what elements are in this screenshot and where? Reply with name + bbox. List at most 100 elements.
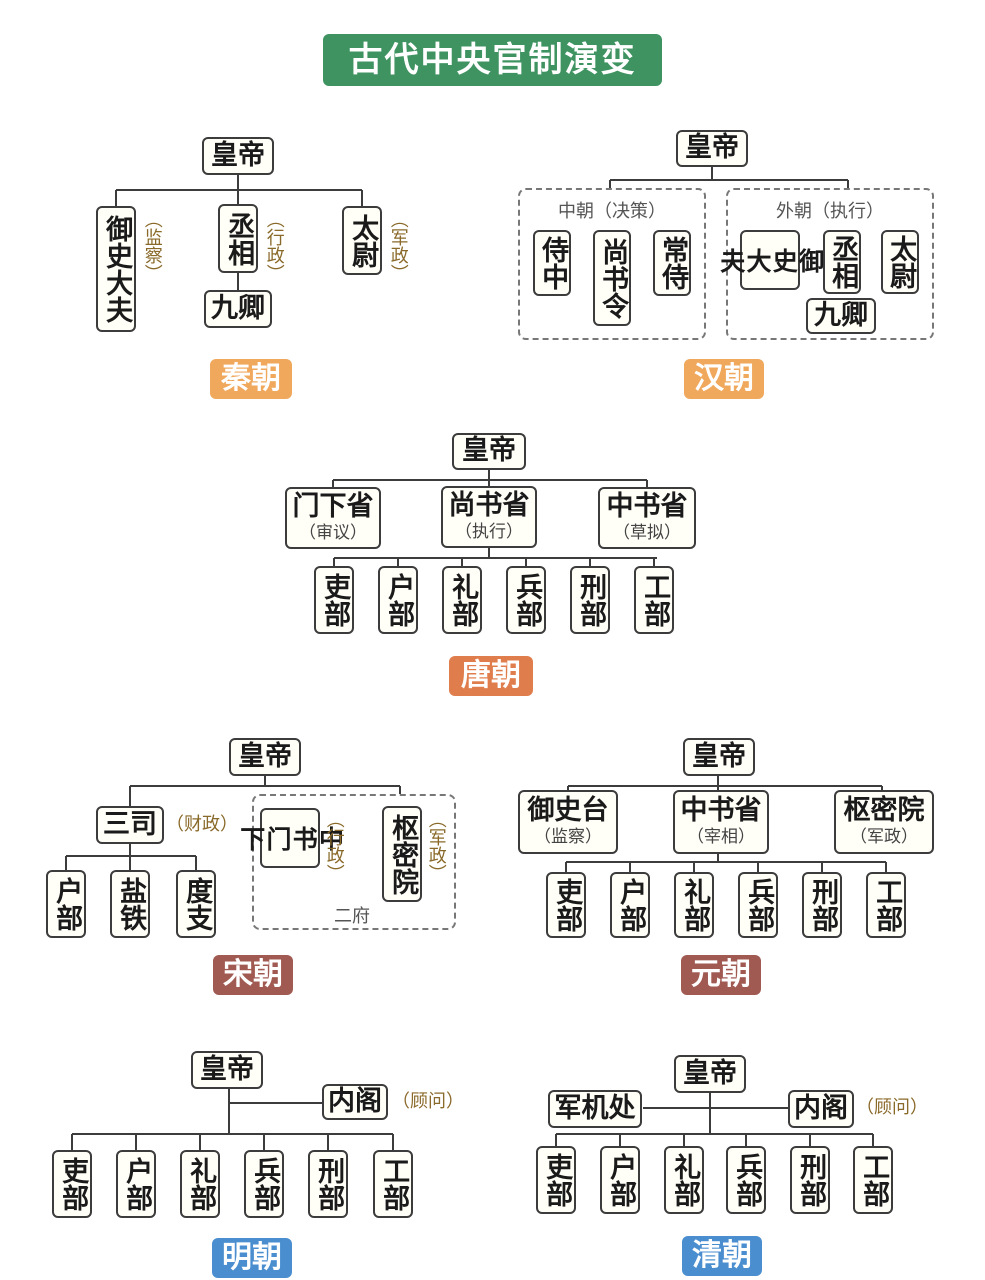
ming-ministry-works-label: 工部 bbox=[378, 1157, 410, 1211]
song-shumi-label: 枢密院 bbox=[387, 813, 419, 895]
qing-ministry-works-label: 工部 bbox=[858, 1153, 890, 1207]
ming-ministry-hu-label: 户部 bbox=[121, 1157, 153, 1211]
song-zhongshu-note: （行政） bbox=[323, 810, 345, 882]
tang-shangshu-label: 尚书省 bbox=[448, 489, 530, 521]
song-sansi-note: （财政） bbox=[166, 814, 238, 835]
qin-yushi-box: 御史大夫 bbox=[96, 206, 136, 332]
yuan-yushitai-box: 御史台 （监察） bbox=[518, 790, 618, 854]
han-chengxiang-label: 丞相 bbox=[827, 235, 859, 289]
yuan-zhongshu-box: 中书省 （宰相） bbox=[673, 790, 769, 854]
ming-emperor-box: 皇帝 bbox=[191, 1051, 263, 1089]
qin-chengxiang-label: 丞相 bbox=[223, 211, 255, 266]
han-inner-court-frame bbox=[518, 188, 706, 340]
yuan-ministry-works-label: 工部 bbox=[871, 878, 903, 932]
han-changshi-box: 常侍 bbox=[653, 230, 691, 296]
qing-neige-box: 内阁 bbox=[788, 1090, 854, 1128]
yuan-ministry-war-label: 兵部 bbox=[743, 878, 775, 932]
tang-ministry-box: 刑部 bbox=[570, 566, 610, 634]
qing-ministry-li-label: 吏部 bbox=[541, 1153, 573, 1207]
qin-taiwei-box: 太尉 bbox=[342, 206, 382, 275]
ming-ministry-box: 工部 bbox=[373, 1150, 413, 1218]
ming-ministry-justice-label: 刑部 bbox=[313, 1157, 345, 1211]
yuan-ministry-rites-label: 礼部 bbox=[679, 878, 711, 932]
qin-chengxiang-note: （行政） bbox=[263, 210, 285, 282]
qing-ministry-box: 礼部 bbox=[664, 1146, 704, 1214]
han-outer-court-label: 外朝（执行） bbox=[776, 201, 884, 222]
tang-menxia-box: 门下省 （审议） bbox=[285, 487, 381, 549]
yuan-shumi-note: （军政） bbox=[850, 827, 918, 848]
yuan-ministry-justice-label: 刑部 bbox=[807, 878, 839, 932]
ming-ministry-li-label: 吏部 bbox=[57, 1157, 89, 1211]
tang-ministry-works-label: 工部 bbox=[639, 573, 671, 627]
tang-zhongshu-label: 中书省 bbox=[606, 490, 688, 522]
han-nine-ministers-box: 九卿 bbox=[806, 298, 876, 334]
yuan-ministry-box: 兵部 bbox=[738, 872, 778, 938]
yuan-shumi-box: 枢密院 （军政） bbox=[834, 790, 934, 854]
tang-shangshu-note: （执行） bbox=[455, 522, 523, 543]
ming-neige-box: 内阁 bbox=[322, 1084, 388, 1120]
qing-ministry-box: 兵部 bbox=[726, 1146, 766, 1214]
tang-ministry-box: 吏部 bbox=[314, 566, 354, 634]
tang-zhongshu-box: 中书省 （草拟） bbox=[598, 487, 696, 549]
ming-ministry-box: 礼部 bbox=[180, 1150, 220, 1218]
qin-taiwei-note: （军政） bbox=[387, 210, 409, 282]
yuan-emperor-box: 皇帝 bbox=[683, 738, 755, 776]
song-duzhi-box: 度支 bbox=[176, 870, 216, 938]
tang-shangshu-box: 尚书省 （执行） bbox=[441, 486, 537, 548]
song-emperor-box: 皇帝 bbox=[229, 738, 301, 776]
han-taiwei-label: 太尉 bbox=[885, 235, 917, 289]
tang-ministry-war-label: 兵部 bbox=[511, 573, 543, 627]
han-outer-court-frame bbox=[726, 188, 934, 340]
tang-ministry-box: 兵部 bbox=[506, 566, 546, 634]
ming-dynasty-label: 明朝 bbox=[212, 1238, 292, 1278]
han-shizhong-box: 侍中 bbox=[533, 230, 571, 296]
yuan-dynasty-label: 元朝 bbox=[681, 955, 761, 995]
han-inner-court-label: 中朝（决策） bbox=[558, 201, 666, 222]
qing-dynasty-label: 清朝 bbox=[682, 1236, 762, 1276]
han-chengxiang-box: 丞相 bbox=[823, 230, 861, 294]
song-shumi-box: 枢密院 bbox=[382, 806, 422, 902]
han-shizhong-label: 侍中 bbox=[537, 236, 569, 290]
qing-ministry-hu-label: 户部 bbox=[605, 1153, 637, 1207]
han-changshi-label: 常侍 bbox=[657, 236, 689, 290]
ming-ministry-box: 吏部 bbox=[52, 1150, 92, 1218]
song-duzhi-label: 度支 bbox=[181, 877, 213, 931]
diagram-title: 古代中央官制演变 bbox=[323, 34, 662, 86]
qing-ministry-box: 户部 bbox=[600, 1146, 640, 1214]
yuan-ministry-hu-label: 户部 bbox=[615, 878, 647, 932]
qing-neige-note: （顾问） bbox=[856, 1097, 928, 1118]
han-yushi-label: 御史大夫 bbox=[716, 247, 825, 273]
tang-ministry-li-label: 吏部 bbox=[319, 573, 351, 627]
tang-emperor-box: 皇帝 bbox=[452, 433, 526, 470]
yuan-yushitai-label: 御史台 bbox=[527, 794, 609, 826]
qin-nine-ministers-box: 九卿 bbox=[204, 290, 272, 328]
tang-menxia-note: （审议） bbox=[299, 523, 367, 544]
qing-ministry-war-label: 兵部 bbox=[731, 1153, 763, 1207]
qing-ministry-justice-label: 刑部 bbox=[795, 1153, 827, 1207]
song-hubu-label: 户部 bbox=[51, 877, 83, 931]
qing-emperor-box: 皇帝 bbox=[674, 1055, 746, 1093]
han-taiwei-box: 太尉 bbox=[881, 230, 919, 294]
ming-ministry-war-label: 兵部 bbox=[249, 1157, 281, 1211]
qing-ministry-box: 吏部 bbox=[536, 1146, 576, 1214]
tang-ministry-justice-label: 刑部 bbox=[575, 573, 607, 627]
han-dynasty-label: 汉朝 bbox=[684, 359, 764, 399]
yuan-ministry-box: 礼部 bbox=[674, 872, 714, 938]
song-hubu-box: 户部 bbox=[46, 870, 86, 938]
qin-taiwei-label: 太尉 bbox=[347, 213, 379, 268]
song-shumi-note: （军政） bbox=[425, 810, 447, 882]
song-yantie-label: 盐铁 bbox=[115, 877, 147, 931]
qin-dynasty-label: 秦朝 bbox=[210, 359, 292, 399]
yuan-ministry-box: 工部 bbox=[866, 872, 906, 938]
qin-yushi-note: （监察） bbox=[141, 210, 163, 282]
song-zhongshu-menxia-box: 中书门下 bbox=[237, 808, 345, 868]
tang-dynasty-label: 唐朝 bbox=[449, 656, 533, 696]
qing-ministry-rites-label: 礼部 bbox=[669, 1153, 701, 1207]
song-yantie-box: 盐铁 bbox=[110, 870, 150, 938]
tang-menxia-label: 门下省 bbox=[292, 490, 374, 522]
yuan-zhongshu-label: 中书省 bbox=[680, 794, 762, 826]
tang-ministry-box: 礼部 bbox=[442, 566, 482, 634]
qin-chengxiang-box: 丞相 bbox=[218, 204, 258, 273]
ming-ministry-rites-label: 礼部 bbox=[185, 1157, 217, 1211]
